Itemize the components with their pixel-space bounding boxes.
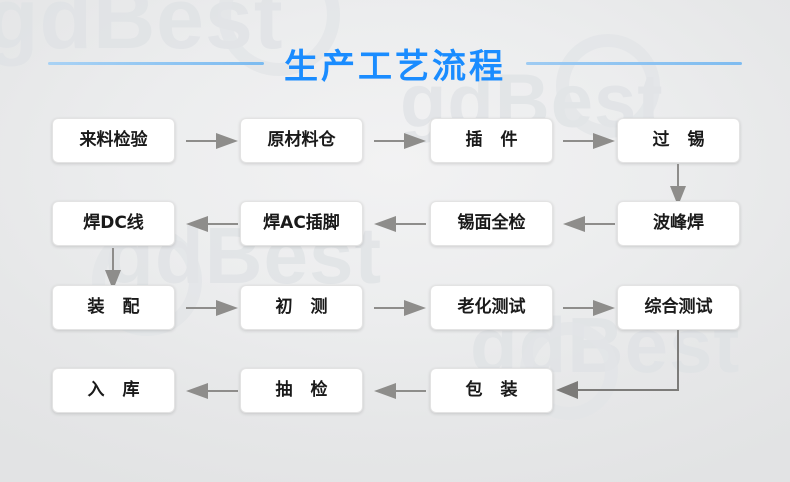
title-rule-left [48,61,264,65]
arrow-left-icon [374,216,426,232]
flow-node-raw-material-warehouse[interactable]: 原材料仓 [240,118,363,163]
flow-node-solder-dc-wire[interactable]: 焊DC线 [52,201,175,246]
arrow-right-icon [186,300,238,316]
flow-node-insertion[interactable]: 插 件 [430,118,553,163]
arrow-right-icon [563,133,615,149]
arrow-right-icon [563,300,615,316]
title-rule-right [526,61,742,65]
flow-node-label: 来料检验 [79,130,148,150]
flow-node-label: 综合测试 [644,297,713,317]
arrow-down-icon [105,248,121,290]
flow-node-label: 抽 检 [275,380,334,400]
flow-node-label: 插 件 [465,130,524,150]
flow-node-packing[interactable]: 包 装 [430,368,553,413]
flow-node-label: 老化测试 [457,297,526,317]
flow-node-label: 过 锡 [652,130,711,150]
arrow-right-icon [186,133,238,149]
flow-node-label: 锡面全检 [457,213,526,233]
flow-node-label: 包 装 [465,380,524,400]
flow-node-tinning[interactable]: 过 锡 [617,118,740,163]
arrow-down-icon [670,164,686,206]
flow-node-warehousing[interactable]: 入 库 [52,368,175,413]
arrow-left-icon [563,216,615,232]
elbow-connector-comprehensive-test-to-packing [556,330,686,400]
page-title-text: 生产工艺流程 [284,46,506,87]
arrow-left-icon [186,383,238,399]
flow-node-label: 原材料仓 [267,130,336,150]
flow-node-label: 波峰焊 [653,213,704,233]
arrow-left-icon [186,216,238,232]
flow-node-wave-soldering[interactable]: 波峰焊 [617,201,740,246]
arrow-left-icon [374,383,426,399]
arrow-right-icon [374,133,426,149]
flow-node-inbound-inspection[interactable]: 来料检验 [52,118,175,163]
page-title: 生产工艺流程 [0,38,790,88]
flow-node-solder-ac-pin[interactable]: 焊AC插脚 [240,201,363,246]
flow-node-solder-surface-inspection[interactable]: 锡面全检 [430,201,553,246]
flow-node-label: 装 配 [87,297,146,317]
flow-node-comprehensive-test[interactable]: 综合测试 [617,285,740,330]
flow-node-aging-test[interactable]: 老化测试 [430,285,553,330]
flow-node-label: 焊AC插脚 [263,213,340,233]
flow-node-assembly[interactable]: 装 配 [52,285,175,330]
flow-node-initial-test[interactable]: 初 测 [240,285,363,330]
flow-node-label: 初 测 [275,297,334,317]
flow-node-sampling-inspection[interactable]: 抽 检 [240,368,363,413]
flow-node-label: 焊DC线 [83,213,144,233]
flow-node-label: 入 库 [87,380,146,400]
arrow-right-icon [374,300,426,316]
